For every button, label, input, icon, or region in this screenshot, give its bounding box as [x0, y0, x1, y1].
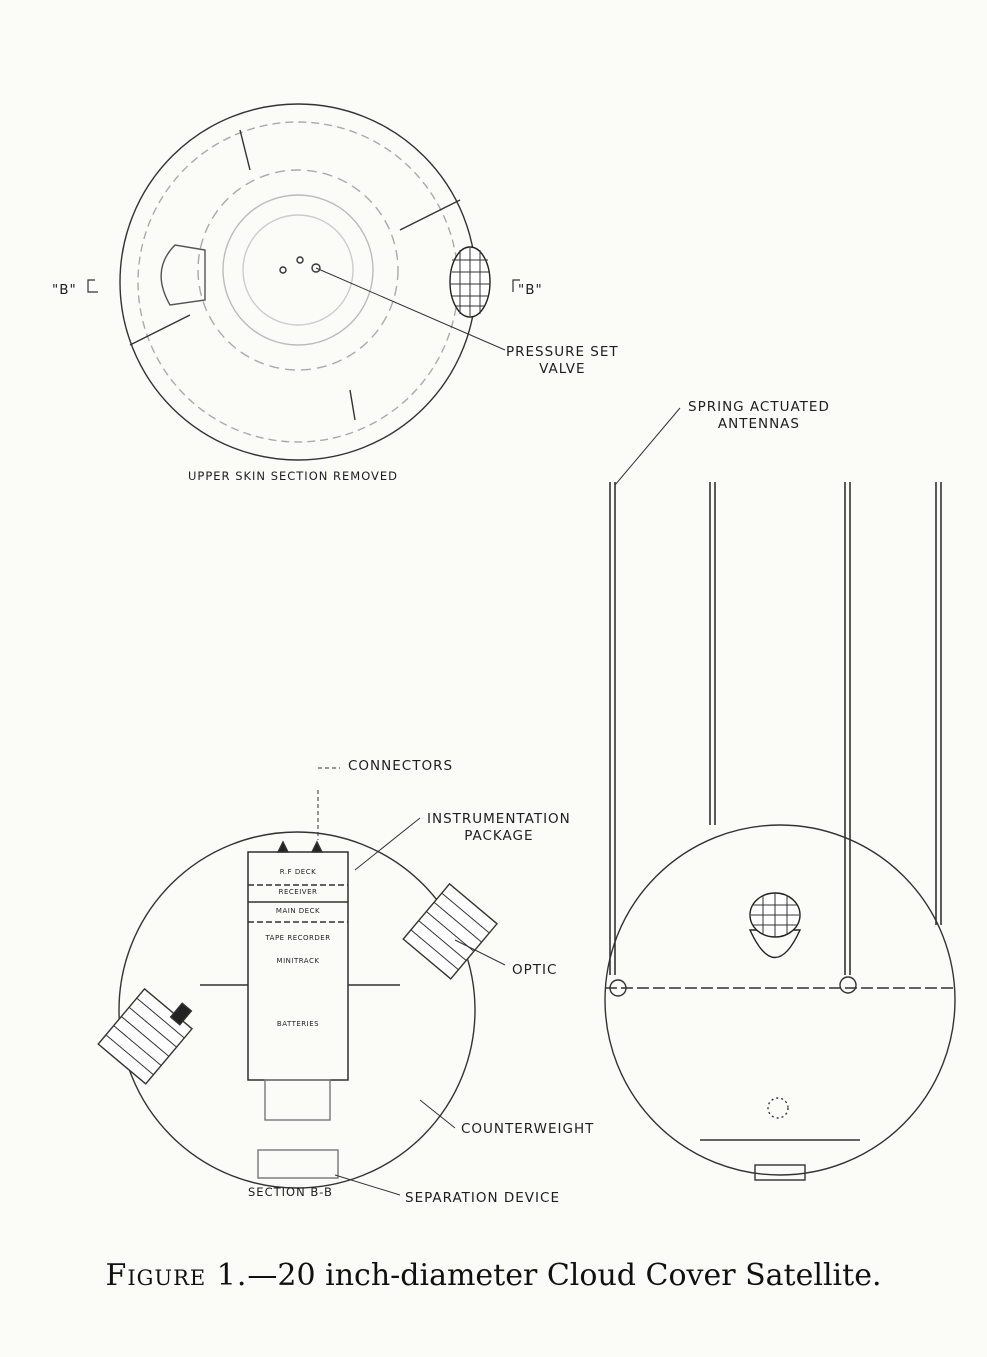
package-deck-tape-recorder: TAPE RECORDER: [265, 934, 331, 942]
section-b-label-left: "B": [52, 282, 77, 298]
instrumentation-package-label: INSTRUMENTATION PACKAGE: [427, 811, 571, 845]
label-line: SPRING ACTUATED: [688, 399, 830, 415]
figure-number: Figure 1.: [105, 1258, 248, 1293]
side-view: [604, 407, 956, 1181]
section-bb-view: [97, 767, 506, 1196]
label-line: VALVE: [539, 361, 586, 377]
label-line: PRESSURE SET: [506, 344, 619, 360]
spring-antennas-label: SPRING ACTUATED ANTENNAS: [688, 399, 830, 433]
package-deck-minitrack: MINITRACK: [276, 957, 320, 965]
label-line: ANTENNAS: [717, 416, 800, 432]
package-deck-batteries: BATTERIES: [276, 1020, 320, 1028]
package-deck-main: MAIN DECK: [275, 907, 321, 915]
caption-text: —20 inch-diameter Cloud Cover Satellite.: [247, 1258, 882, 1293]
top-view: [87, 103, 520, 461]
optic-label: OPTIC: [512, 962, 558, 978]
figure-caption: Figure 1.—20 inch-diameter Cloud Cover S…: [0, 1258, 987, 1293]
label-line: PACKAGE: [464, 828, 534, 844]
label-line: INSTRUMENTATION: [427, 811, 571, 827]
connectors-label: CONNECTORS: [348, 758, 454, 774]
separation-device-label: SEPARATION DEVICE: [405, 1190, 560, 1206]
section-b-label-right: "B": [518, 282, 543, 298]
package-deck-rf: R.F DECK: [279, 868, 317, 876]
section-bb-label: SECTION B-B: [248, 1185, 333, 1199]
pressure-set-valve-label: PRESSURE SET VALVE: [506, 344, 619, 378]
counterweight-label: COUNTERWEIGHT: [461, 1121, 595, 1137]
package-deck-receiver: RECEIVER: [278, 888, 318, 896]
upper-skin-label: UPPER SKIN SECTION REMOVED: [188, 469, 399, 483]
